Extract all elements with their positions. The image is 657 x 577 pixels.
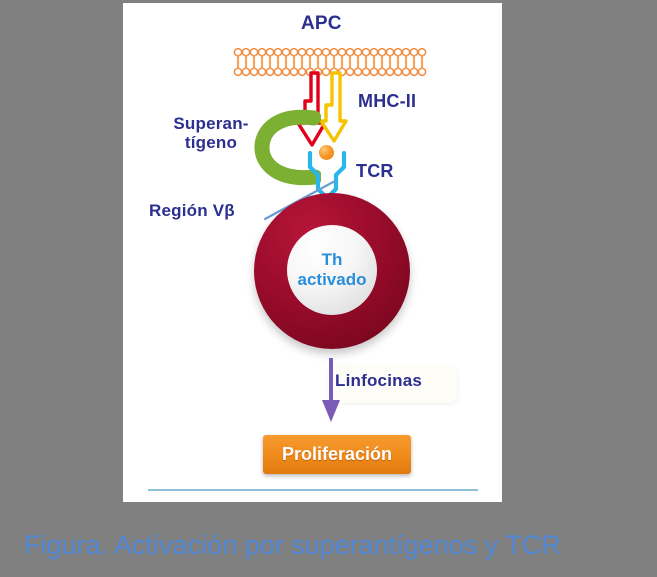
proliferation-box: Proliferación (263, 435, 411, 474)
proliferation-label: Proliferación (281, 444, 393, 464)
th-cell-label-line2: activado (297, 270, 367, 289)
label-region-vb: Región Vβ (149, 201, 235, 220)
label-apc: APC (301, 13, 342, 34)
mhc-ii-icon (296, 71, 348, 147)
figure-caption: Figura. Activación por superantígenos y … (24, 530, 561, 560)
peptide-dot-icon (319, 145, 334, 160)
label-superantigen-line1: Superan- (173, 114, 249, 133)
th-cell-label-line1: Th (321, 250, 343, 269)
label-mhc-ii: MHC-II (358, 91, 417, 111)
th-cell-nucleus: Th activado (287, 225, 377, 315)
label-superantigen: Superan- tígeno (163, 114, 259, 152)
label-lymphokines: Linfocinas (335, 371, 423, 390)
label-superantigen-line2: tígeno (184, 133, 238, 152)
label-tcr: TCR (356, 161, 394, 181)
superantigen-icon (254, 109, 321, 186)
lymphokines-arrow-icon (322, 358, 340, 422)
card-bottom-rule (148, 489, 478, 491)
figure-card: APC (123, 3, 502, 502)
lymphokines-callout-box (328, 365, 458, 403)
th-cell: Th activado (254, 193, 410, 349)
